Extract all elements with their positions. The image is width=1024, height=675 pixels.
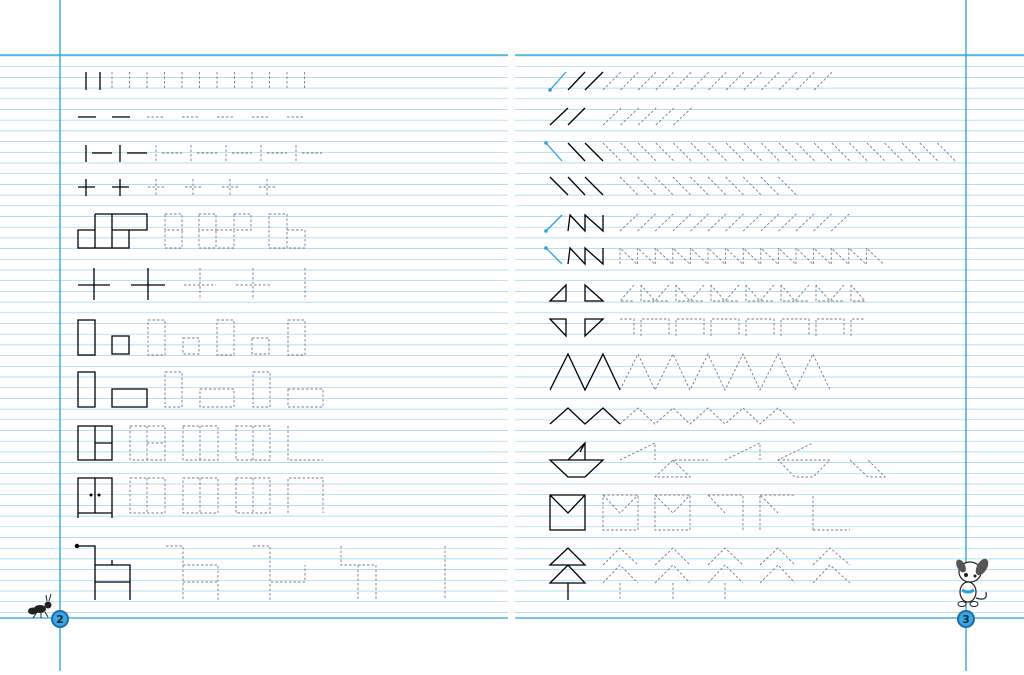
back-slashes bbox=[544, 141, 956, 162]
vertical-horizontal-pairs bbox=[85, 145, 322, 162]
boats bbox=[548, 441, 887, 478]
ant-icon bbox=[28, 593, 52, 619]
vertical-strokes bbox=[85, 72, 305, 90]
right-page-exercises bbox=[544, 71, 956, 600]
left-page-exercises bbox=[74, 72, 446, 600]
mountains-large bbox=[549, 352, 831, 392]
chair-figures bbox=[74, 543, 446, 600]
triangle-pairs-down bbox=[548, 318, 865, 338]
page-number-left: 2 bbox=[51, 610, 69, 628]
large-crosses bbox=[78, 268, 306, 300]
mountains-small bbox=[549, 407, 796, 425]
forward-slashes bbox=[548, 71, 833, 92]
dog-icon bbox=[956, 558, 989, 607]
plus-signs bbox=[78, 179, 275, 196]
window-frames bbox=[77, 425, 323, 461]
envelopes bbox=[549, 493, 850, 531]
triangle-pairs-up bbox=[548, 283, 866, 302]
tall-rect-small-square bbox=[77, 319, 306, 356]
page-number-right: 3 bbox=[957, 610, 975, 628]
back-slashes-short bbox=[549, 176, 797, 196]
cabinets-with-dots bbox=[77, 477, 324, 518]
tall-rect-wide-rect bbox=[77, 371, 324, 408]
step-blocks bbox=[77, 213, 306, 249]
zigzag-forward bbox=[544, 213, 850, 233]
fir-trees bbox=[548, 547, 851, 600]
ruled-lines bbox=[0, 55, 1024, 613]
zigzag-back bbox=[544, 246, 884, 266]
forward-slashes-short bbox=[549, 107, 692, 126]
